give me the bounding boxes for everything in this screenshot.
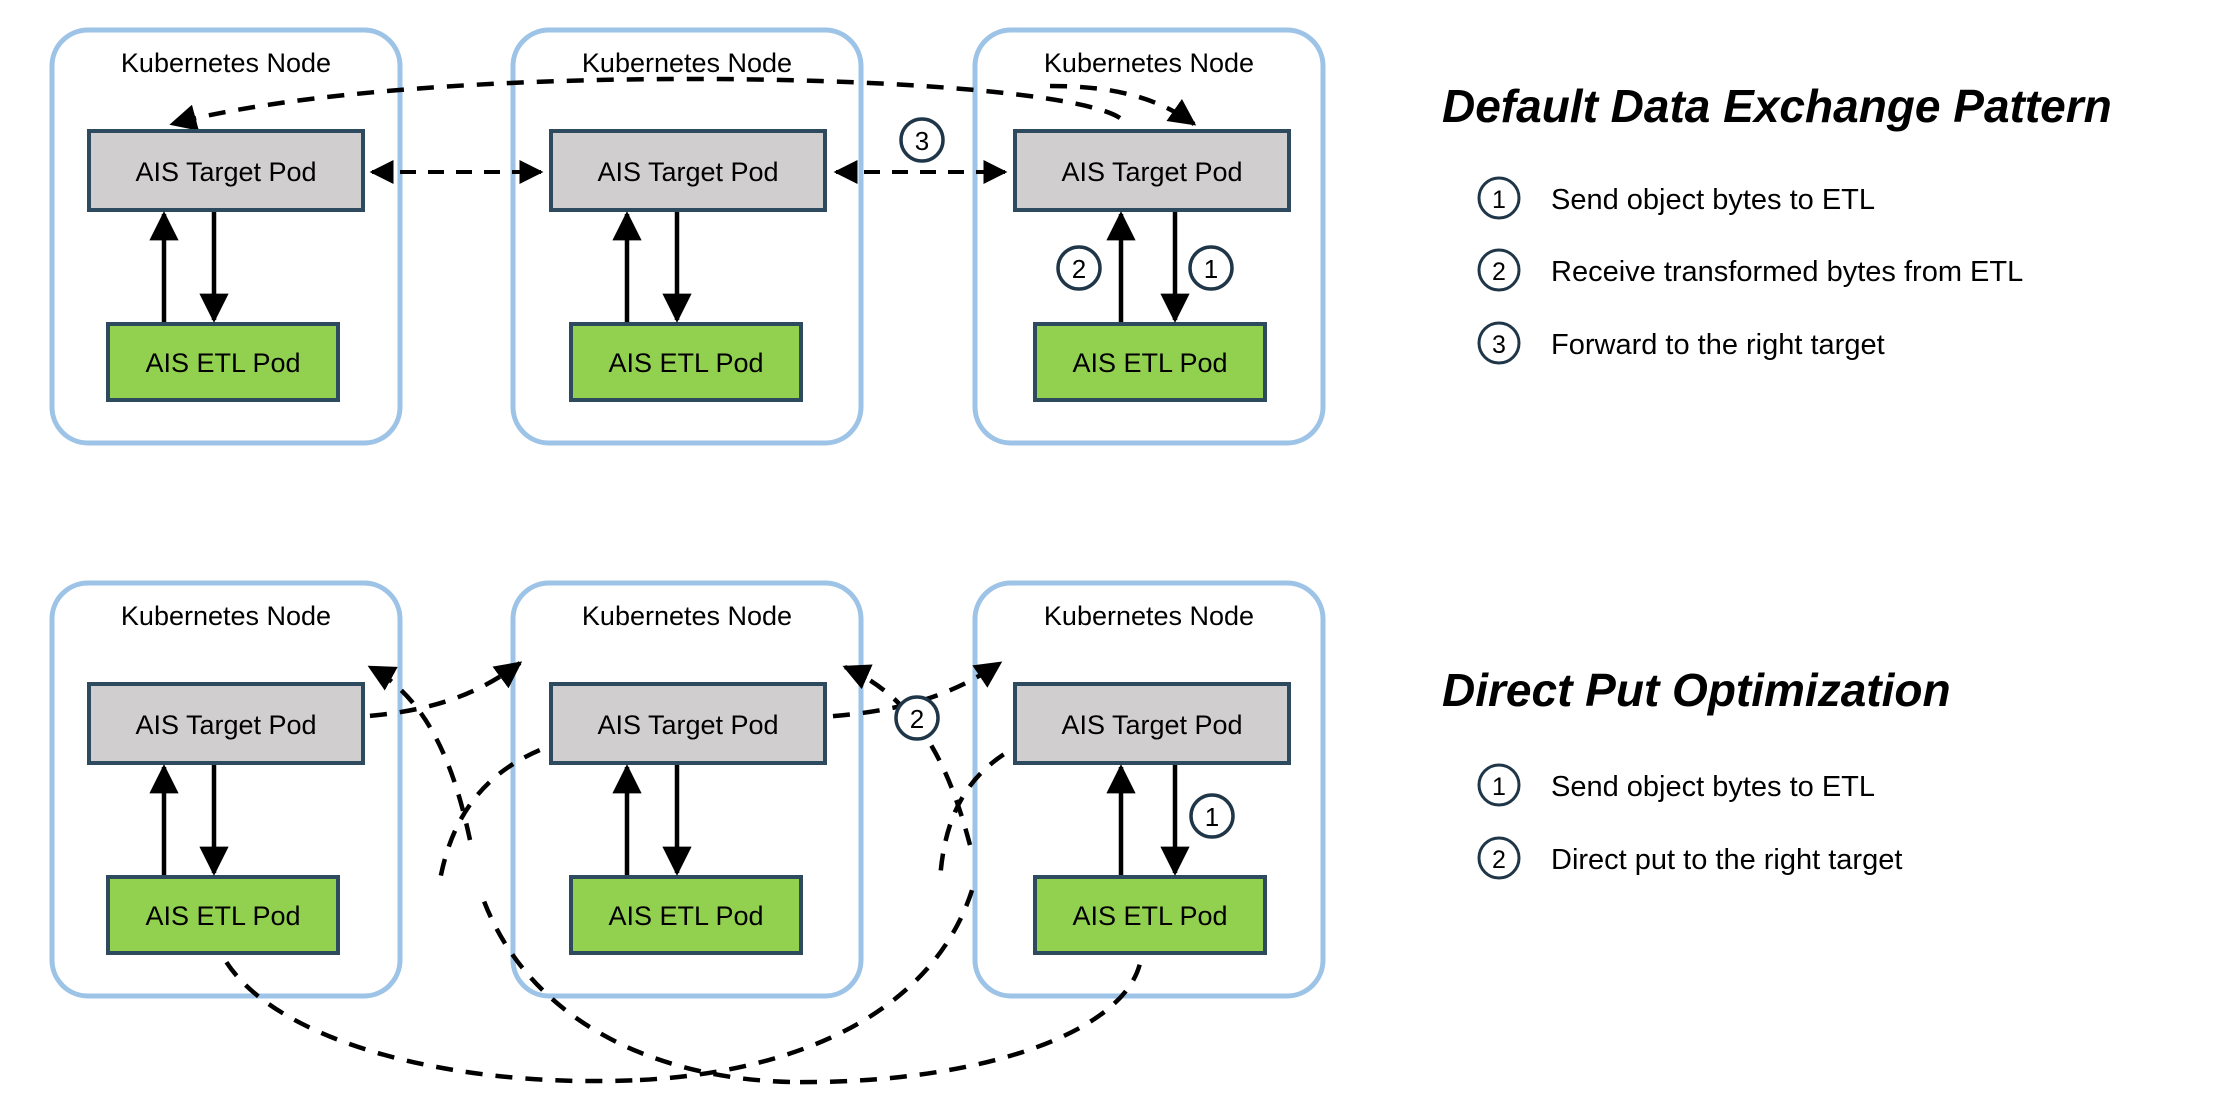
step-marker-1: 1 <box>1189 793 1235 839</box>
step-marker-label: 2 <box>910 704 924 734</box>
ais-target-pod: AIS Target Pod <box>549 129 827 212</box>
step-marker-label: 1 <box>1205 802 1219 832</box>
legend-entry-text: Receive transformed bytes from ETL <box>1551 256 2023 288</box>
direct-put-arc <box>802 661 1003 721</box>
legend-entry-number: 2 <box>1492 846 1506 874</box>
ais-target-pod-label: AIS Target Pod <box>597 710 778 740</box>
step-marker-3: 3 <box>899 117 945 163</box>
ais-target-pod: AIS Target Pod <box>549 682 827 765</box>
legend-entry: 1 Send object bytes to ETL <box>1477 763 1875 807</box>
legend-entry: 3 Forward to the right target <box>1477 321 1885 365</box>
row-direct-put: Kubernetes Node Kubernetes Node Kubernet… <box>49 580 1326 1085</box>
step-marker-2: 2 <box>1056 245 1102 291</box>
ais-target-pod-label: AIS Target Pod <box>135 710 316 740</box>
ais-etl-pod: AIS ETL Pod <box>569 875 803 955</box>
legend-entry-number: 2 <box>1492 258 1506 286</box>
ais-etl-pod: AIS ETL Pod <box>106 322 340 402</box>
direct-put-arc-to-target2 <box>842 664 973 846</box>
ais-target-pod-label: AIS Target Pod <box>1061 157 1242 187</box>
ais-target-pod: AIS Target Pod <box>87 682 365 765</box>
direct-put-arc <box>339 661 523 721</box>
legend-entry-text: Send object bytes to ETL <box>1551 184 1875 216</box>
long-bottom-arc <box>477 889 791 1085</box>
ais-target-pod: AIS Target Pod <box>1013 129 1291 212</box>
ais-etl-pod-label: AIS ETL Pod <box>608 901 763 931</box>
ais-etl-pod: AIS ETL Pod <box>1033 322 1267 402</box>
legend-title: Default Data Exchange Pattern <box>1442 80 2112 132</box>
k8s-node-container: Kubernetes Node <box>972 580 1326 999</box>
ais-etl-pod-label: AIS ETL Pod <box>608 348 763 378</box>
long-bottom-arc <box>789 934 1144 1085</box>
legend-title: Direct Put Optimization <box>1442 664 1951 716</box>
step-marker-1: 1 <box>1188 245 1234 291</box>
direct-put-arc-seg <box>437 737 569 881</box>
legend-entry: 2 Receive transformed bytes from ETL <box>1477 248 2023 292</box>
row-default-pattern: Kubernetes Node Kubernetes Node Kubernet… <box>49 27 1326 446</box>
ais-target-pod-label: AIS Target Pod <box>135 157 316 187</box>
k8s-node-title: Kubernetes Node <box>121 48 331 78</box>
direct-put-arc-seg <box>937 737 1031 881</box>
ais-target-pod-label: AIS Target Pod <box>597 157 778 187</box>
long-bottom-arc <box>639 879 978 1083</box>
legend-entry: 2 Direct put to the right target <box>1477 836 1902 880</box>
legend-entry-text: Send object bytes to ETL <box>1551 771 1875 803</box>
ais-target-pod: AIS Target Pod <box>87 129 365 212</box>
step-marker-label: 3 <box>915 126 929 156</box>
ais-target-pod-label: AIS Target Pod <box>1061 710 1242 740</box>
legend-direct-put: Direct Put Optimization 1 Send object by… <box>1442 664 1951 880</box>
ais-etl-pod: AIS ETL Pod <box>1033 875 1267 955</box>
k8s-node-container: Kubernetes Node <box>510 580 864 999</box>
legend-entry-number: 1 <box>1492 773 1506 801</box>
ais-etl-pod-label: AIS ETL Pod <box>1072 901 1227 931</box>
forward-to-right-target-arc <box>169 76 1122 131</box>
k8s-node-title: Kubernetes Node <box>582 48 792 78</box>
step-marker-label: 2 <box>1072 254 1086 284</box>
step-marker-label: 1 <box>1204 254 1218 284</box>
legend-default-pattern: Default Data Exchange Pattern 1 Send obj… <box>1442 80 2112 365</box>
k8s-node-title: Kubernetes Node <box>582 601 792 631</box>
k8s-node-title: Kubernetes Node <box>121 601 331 631</box>
ais-target-pod: AIS Target Pod <box>1013 682 1291 765</box>
ais-etl-pod: AIS ETL Pod <box>106 875 340 955</box>
k8s-node-container: Kubernetes Node <box>49 580 403 999</box>
legend-entry-text: Forward to the right target <box>1551 329 1885 361</box>
ais-etl-pod: AIS ETL Pod <box>569 322 803 402</box>
legend-entry: 1 Send object bytes to ETL <box>1477 176 1875 220</box>
k8s-node-title: Kubernetes Node <box>1044 48 1254 78</box>
ais-etl-pod-label: AIS ETL Pod <box>145 348 300 378</box>
long-bottom-arc <box>211 934 641 1084</box>
legend-entry-text: Direct put to the right target <box>1551 844 1902 876</box>
step-marker-2: 2 <box>894 695 940 741</box>
ais-etl-pod-label: AIS ETL Pod <box>145 901 300 931</box>
ais-etl-pod-label: AIS ETL Pod <box>1072 348 1227 378</box>
k8s-node-title: Kubernetes Node <box>1044 601 1254 631</box>
legend-entry-number: 3 <box>1492 331 1506 359</box>
direct-put-arc-to-target1 <box>367 665 473 841</box>
legend-entry-number: 1 <box>1492 186 1506 214</box>
